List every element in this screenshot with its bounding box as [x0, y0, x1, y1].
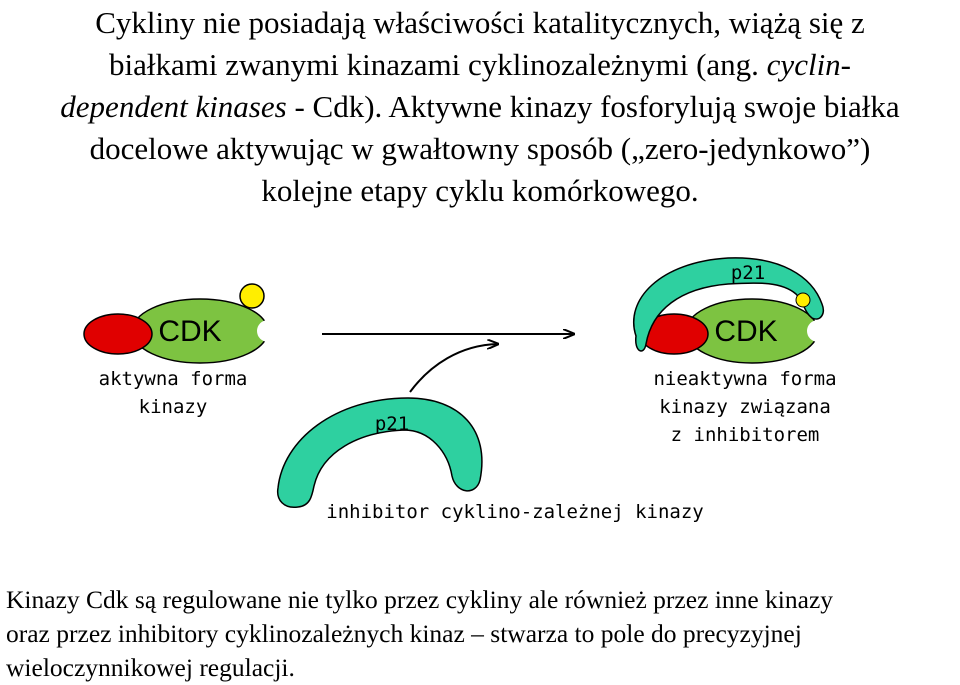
bottom-paragraph: Kinazy Cdk są regulowane nie tylko przez… [6, 583, 960, 685]
inactive-caption-3: z inhibitorem [671, 424, 820, 446]
active-kinase-complex: cyclin CDK aktywna forma kinazy [83, 283, 272, 418]
p21-free-label: p21 [375, 413, 409, 435]
bottom-line-1: Kinazy Cdk są regulowane nie tylko przez… [6, 585, 834, 614]
phosphate-dot-inhibited [795, 292, 811, 308]
cyclin-shape [83, 313, 153, 355]
p21-shape [276, 397, 483, 508]
bottom-line-3: wieloczynnikowej regulacji. [6, 653, 295, 682]
free-p21-inhibitor: p21 inhibitor cyklino-zależnej kinazy [276, 397, 704, 523]
intro-line-4: docelowe aktywując w gwałtowny sposób („… [89, 131, 871, 166]
inactive-caption-2: kinazy związana [659, 396, 831, 418]
intro-line-2a: białkami zwanymi kinazami cyklinozależny… [109, 47, 767, 82]
cyclin-label-inhibited: cyclin [649, 324, 699, 346]
inhibitor-caption: inhibitor cyklino-zależnej kinazy [326, 501, 704, 523]
intro-line-3a: dependent kinases [60, 89, 287, 124]
intro-paragraph: Cykliny nie posiadają właściwości katali… [0, 2, 960, 212]
intro-line-5: kolejne etapy cyklu komórkowego. [261, 173, 699, 208]
inactive-caption-1: nieaktywna forma [653, 368, 836, 390]
binding-notch-inhibited [807, 320, 822, 342]
p21-bound-label: p21 [731, 262, 765, 284]
cyclin-label: cyclin [93, 324, 143, 346]
intro-line-1: Cykliny nie posiadają właściwości katali… [95, 5, 865, 40]
cdk-label: CDK [158, 315, 221, 348]
active-caption-2: kinazy [139, 396, 208, 418]
inhibitor-binding-arrow [409, 344, 498, 393]
p21-bound-shape [633, 257, 824, 352]
active-caption-1: aktywna forma [99, 368, 248, 390]
intro-line-3b: - Cdk). Aktywne kinazy fosforylują swoje… [286, 89, 900, 124]
reaction-arrows [322, 334, 574, 393]
cdk-label-inhibited: CDK [714, 315, 777, 348]
bottom-line-2: oraz przez inhibitory cyklinozależnych k… [6, 619, 802, 648]
intro-line-2b: cyclin- [766, 47, 851, 82]
phosphate-dot [239, 283, 265, 309]
binding-notch [257, 320, 272, 342]
inhibited-kinase-complex: p21 cyclin CDK nieaktywna forma kinazy z… [633, 257, 837, 446]
